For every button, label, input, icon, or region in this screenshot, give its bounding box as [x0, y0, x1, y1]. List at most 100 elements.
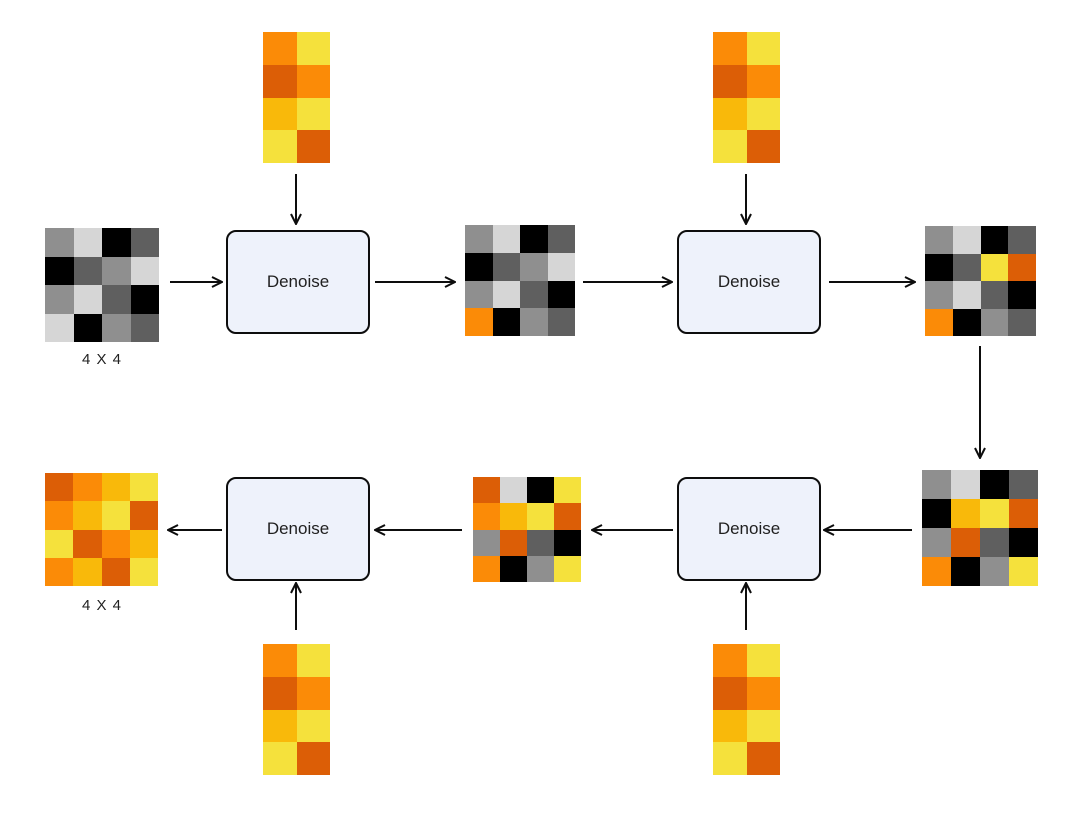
grid-cell: [925, 308, 953, 336]
grid-cell: [500, 555, 527, 582]
grid-cell: [296, 709, 330, 743]
denoise-label: Denoise: [266, 272, 330, 291]
grid-cell: [473, 529, 500, 556]
grid-cell: [73, 501, 102, 530]
grid-cell: [1008, 308, 1036, 336]
grid-cell: [129, 529, 158, 558]
grid-cell: [465, 225, 493, 253]
grid-cell: [45, 501, 74, 530]
grid-cell: [465, 252, 493, 281]
grid-cell: [45, 285, 74, 314]
grid-cell: [263, 676, 297, 710]
grid-cell: [500, 529, 527, 556]
grid-cell: [1009, 499, 1038, 528]
grid-cell: [980, 528, 1009, 557]
step4-grid: [473, 477, 581, 582]
grid-cell: [547, 225, 575, 253]
grid-cell: [554, 555, 581, 582]
grid-cell: [713, 676, 747, 710]
grid-cell: [554, 503, 581, 530]
grid-cell: [951, 528, 980, 557]
grid-cell: [263, 130, 297, 163]
grid-cell: [73, 256, 102, 285]
grid-cell: [130, 313, 159, 342]
grid-cell: [73, 285, 102, 314]
grid-cell: [746, 130, 780, 163]
grid-cell: [520, 252, 548, 281]
conditioning-strip-3: [713, 644, 780, 775]
grid-cell: [925, 253, 953, 281]
grid-cell: [296, 742, 330, 775]
grid-cell: [952, 281, 981, 309]
grid-cell: [925, 281, 953, 309]
grid-cell: [713, 32, 747, 65]
grid-cell: [263, 97, 297, 131]
grid-cell: [492, 280, 520, 309]
grid-cell: [520, 308, 548, 336]
input-size-label: 4 X 4: [81, 351, 123, 368]
grid-cell: [73, 313, 102, 342]
grid-cell: [473, 503, 500, 530]
grid-cell: [73, 228, 102, 257]
grid-cell: [925, 226, 953, 254]
grid-cell: [713, 130, 747, 163]
grid-cell: [746, 32, 780, 65]
grid-cell: [1008, 253, 1036, 281]
grid-cell: [263, 32, 297, 65]
noise-grid: [45, 228, 159, 342]
grid-cell: [980, 470, 1009, 499]
grid-cell: [952, 253, 981, 281]
grid-cell: [547, 308, 575, 336]
grid-cell: [45, 473, 74, 502]
grid-cell: [73, 473, 102, 502]
grid-cell: [130, 256, 159, 285]
grid-cell: [951, 499, 980, 528]
grid-cell: [129, 501, 158, 530]
denoise-label: Denoise: [717, 519, 781, 538]
grid-cell: [951, 557, 980, 586]
grid-cell: [527, 477, 554, 504]
grid-cell: [45, 557, 74, 586]
grid-cell: [746, 64, 780, 98]
grid-cell: [1008, 226, 1036, 254]
denoise-label: Denoise: [717, 272, 781, 291]
grid-cell: [263, 709, 297, 743]
grid-cell: [713, 64, 747, 98]
grid-cell: [980, 253, 1009, 281]
grid-cell: [296, 644, 330, 677]
grid-cell: [520, 280, 548, 309]
grid-cell: [102, 256, 131, 285]
conditioning-strip-4: [263, 644, 330, 775]
grid-cell: [492, 308, 520, 336]
output-size-label: 4 X 4: [81, 597, 123, 614]
denoise-label: Denoise: [266, 519, 330, 538]
step1-grid: [465, 225, 575, 336]
grid-cell: [130, 285, 159, 314]
grid-cell: [296, 64, 330, 98]
grid-cell: [746, 644, 780, 677]
grid-cell: [500, 503, 527, 530]
grid-cell: [500, 477, 527, 504]
grid-cell: [473, 555, 500, 582]
grid-cell: [101, 501, 130, 530]
grid-cell: [980, 308, 1009, 336]
grid-cell: [492, 225, 520, 253]
grid-cell: [45, 256, 74, 285]
denoise-box-3: Denoise: [677, 477, 821, 581]
grid-cell: [980, 557, 1009, 586]
grid-cell: [296, 130, 330, 163]
grid-cell: [1009, 557, 1038, 586]
grid-cell: [952, 308, 981, 336]
grid-cell: [746, 676, 780, 710]
grid-cell: [102, 228, 131, 257]
grid-cell: [102, 313, 131, 342]
grid-cell: [102, 285, 131, 314]
grid-cell: [980, 499, 1009, 528]
grid-cell: [952, 226, 981, 254]
grid-cell: [465, 308, 493, 336]
grid-cell: [45, 529, 74, 558]
grid-cell: [1009, 528, 1038, 557]
conditioning-strip-2: [713, 32, 780, 163]
grid-cell: [129, 473, 158, 502]
grid-cell: [746, 709, 780, 743]
